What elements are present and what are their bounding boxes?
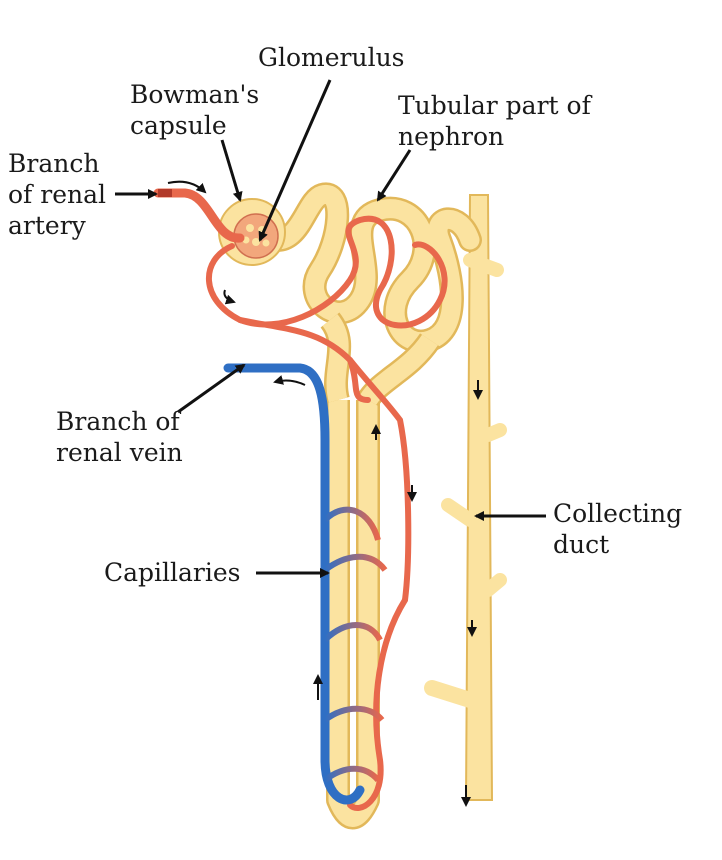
label-bowmans-capsule: Bowman's capsule [130, 80, 260, 140]
label-capillaries: Capillaries [104, 558, 241, 587]
flow-arrows [167, 180, 483, 807]
label-renal-artery: Branch of renal artery [8, 149, 106, 240]
renal-vein-pointer [177, 363, 246, 414]
label-renal-vein: Branch of renal vein [56, 407, 183, 467]
renal-vein-branch [223, 363, 388, 805]
label-pointers [115, 79, 546, 578]
peritubular-capillaries [205, 215, 448, 811]
convoluted-tubule [256, 182, 482, 407]
collecting-duct [424, 194, 507, 801]
loop-of-henle [326, 400, 380, 830]
label-glomerulus: Glomerulus [258, 43, 405, 72]
bowmans-capsule-pointer [220, 139, 243, 202]
label-tubular-part: Tubular part of nephron [398, 91, 591, 151]
tubular-part-pointer [376, 149, 412, 202]
renal-artery-branch [153, 188, 245, 243]
label-collecting-duct: Collecting duct [553, 499, 683, 559]
glomerulus-pointer [258, 79, 332, 242]
